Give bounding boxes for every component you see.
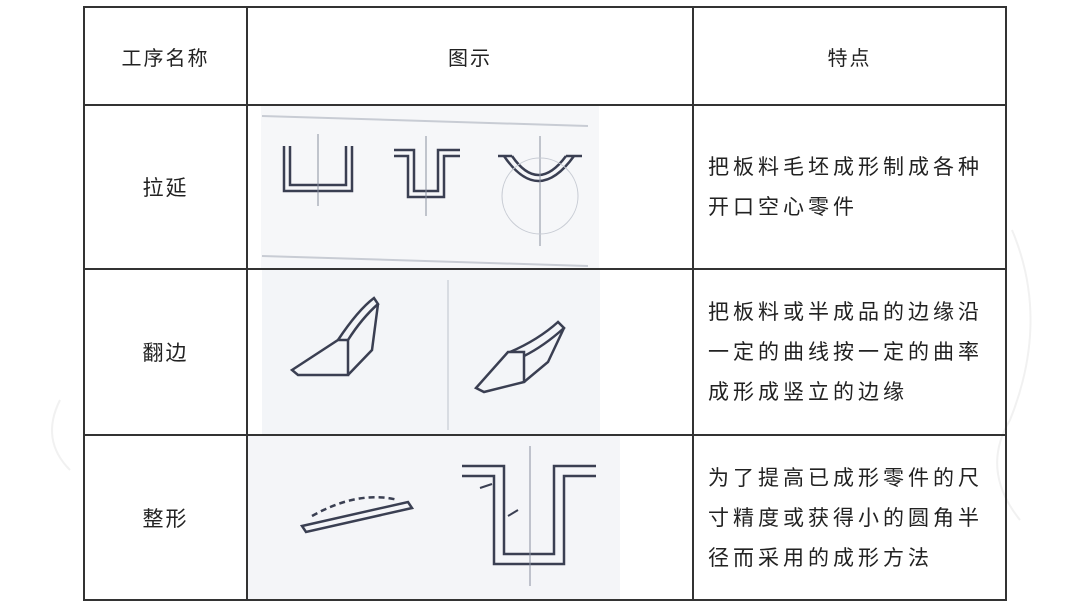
header-illustration: 图示 xyxy=(246,6,694,106)
process-name-shaping: 整形 xyxy=(83,434,248,601)
illustration-shaping xyxy=(246,434,694,601)
header-feature: 特点 xyxy=(692,6,1007,106)
table-row: 整形 为了提高已成形零件的尺寸精度或获得小的圆角半径而采用的成形方法 xyxy=(83,434,1007,601)
feature-flanging: 把板料或半成品的边缘沿一定的曲线按一定的曲率成形成竖立的边缘 xyxy=(692,268,1007,436)
drawing-process-diagram xyxy=(261,107,599,267)
table-header-row: 工序名称 图示 特点 xyxy=(83,6,1007,106)
header-process-name: 工序名称 xyxy=(83,6,248,106)
table-row: 拉延 xyxy=(83,104,1007,270)
feature-shaping: 为了提高已成形零件的尺寸精度或获得小的圆角半径而采用的成形方法 xyxy=(692,434,1007,601)
process-table: 工序名称 图示 特点 拉延 xyxy=(83,6,1007,601)
illustration-drawing xyxy=(246,104,694,270)
process-name-flanging: 翻边 xyxy=(83,268,248,436)
feature-drawing: 把板料毛坯成形制成各种开口空心零件 xyxy=(692,104,1007,270)
table-row: 翻边 把板料或半成品的边缘沿一定的曲线按一定的曲率成形成竖立的边缘 xyxy=(83,268,1007,436)
flanging-process-diagram xyxy=(262,271,600,433)
illustration-flanging xyxy=(246,268,694,436)
shaping-process-diagram xyxy=(249,437,620,598)
process-name-drawing: 拉延 xyxy=(83,104,248,270)
